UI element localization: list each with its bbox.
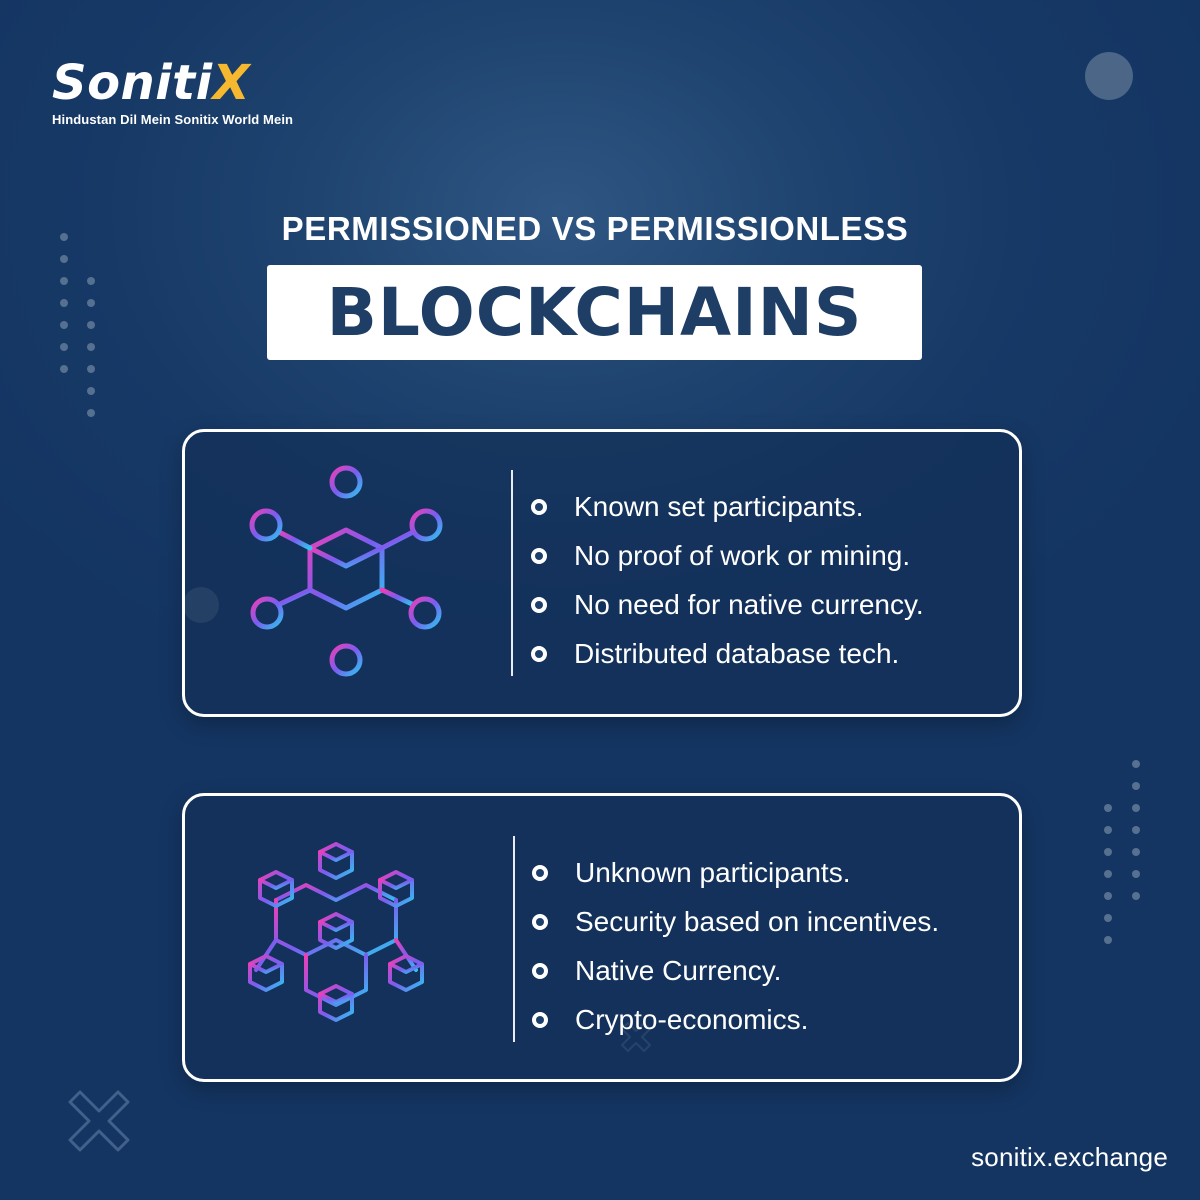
- bullet-icon: [531, 596, 547, 613]
- feature-list: Unknown participants. Security based on …: [532, 848, 939, 1044]
- list-item: Unknown participants.: [532, 848, 939, 897]
- list-item: Security based on incentives.: [532, 897, 939, 946]
- list-item-text: Native Currency.: [575, 954, 782, 986]
- feature-list: Known set participants. No proof of work…: [531, 482, 924, 678]
- website-link[interactable]: sonitix.exchange: [971, 1142, 1168, 1172]
- bullet-icon: [532, 864, 548, 881]
- decorative-cross-large: [66, 1088, 132, 1159]
- list-item: No proof of work or mining.: [531, 531, 924, 580]
- list-item-text: No proof of work or mining.: [574, 539, 911, 571]
- list-item: Crypto-economics.: [532, 995, 939, 1044]
- bullet-icon: [532, 913, 548, 930]
- logo-wordmark: SonitiX: [52, 55, 251, 111]
- page-subtitle: PERMISSIONED VS PERMISSIONLESS: [281, 210, 909, 247]
- list-item: Native Currency.: [532, 946, 939, 995]
- page-title: BLOCKCHAINS: [326, 274, 863, 351]
- decorative-circle: [1085, 52, 1133, 100]
- decorative-dot-grid-right: [1104, 760, 1144, 965]
- list-item: No need for native currency.: [531, 580, 924, 629]
- list-item: Distributed database tech.: [531, 629, 924, 678]
- decorative-dot-grid-left: [60, 233, 100, 438]
- permissioned-card: Known set participants. No proof of work…: [182, 429, 1022, 717]
- list-item-text: Known set participants.: [574, 490, 864, 522]
- card-divider: [511, 470, 513, 676]
- bullet-icon: [531, 498, 547, 515]
- list-item-text: No need for native currency.: [574, 588, 924, 620]
- card-divider: [513, 836, 515, 1042]
- list-item-text: Security based on incentives.: [575, 905, 940, 937]
- list-item-text: Distributed database tech.: [574, 637, 900, 669]
- list-item-text: Crypto-economics.: [575, 1003, 809, 1035]
- list-item: Known set participants.: [531, 482, 924, 531]
- block-hexagon-network-icon: [236, 830, 446, 1045]
- network-cube-icon: [248, 462, 448, 687]
- bullet-icon: [531, 645, 547, 662]
- bullet-icon: [532, 962, 548, 979]
- logo-tagline: Hindustan Dil Mein Sonitix World Mein: [52, 112, 294, 127]
- list-item-text: Unknown participants.: [575, 856, 851, 888]
- bullet-icon: [532, 1011, 548, 1028]
- brand-logo: SonitiX Hindustan Dil Mein Sonitix World…: [52, 58, 293, 127]
- title-banner: BLOCKCHAINS: [267, 265, 922, 360]
- bullet-icon: [531, 547, 547, 564]
